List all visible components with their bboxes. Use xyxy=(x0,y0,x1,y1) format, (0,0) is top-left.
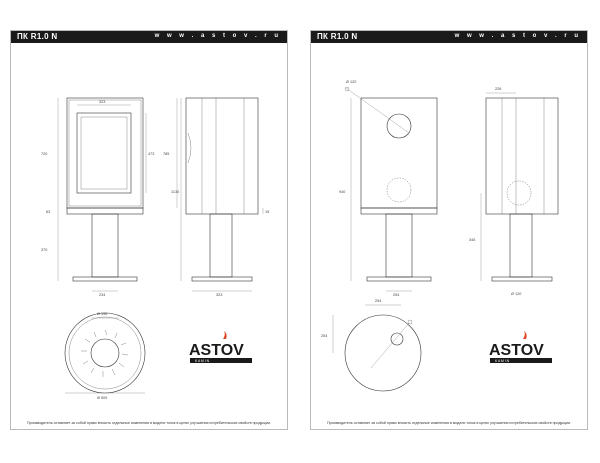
plan-view: 254 254 xyxy=(321,299,422,392)
technical-drawing-left: 323 720 473 63 370 234 1130 785 xyxy=(41,97,269,400)
dim-text: 234 xyxy=(99,293,105,297)
dim-text: 323 xyxy=(216,293,222,297)
dim-text: 345 xyxy=(469,238,475,242)
dim-text: 473 xyxy=(148,152,154,156)
side-view: 1130 785 15 323 xyxy=(163,97,269,297)
website-link[interactable]: w w w . a s t o v . r u xyxy=(154,33,281,39)
dim-text: 370 xyxy=(41,248,47,252)
front-view: Ø 120 940 254 xyxy=(339,80,438,297)
dim-text: 940 xyxy=(339,190,345,194)
logo-word: ASTOV xyxy=(489,342,544,359)
plan-view: Ø 509 Ø 196 xyxy=(64,312,146,400)
sheet-header: ПК R1.0 N w w w . a s t o v . r u xyxy=(311,31,587,43)
flame-icon xyxy=(523,331,527,339)
website-link[interactable]: w w w . a s t o v . r u xyxy=(454,33,581,39)
disclaimer-footer: Производитель оставляет за собой право в… xyxy=(27,421,271,425)
dim-text: Ø 120 xyxy=(346,80,356,84)
dim-text: 720 xyxy=(41,152,47,156)
disclaimer-footer: Производитель оставляет за собой право в… xyxy=(327,421,571,425)
dim-text: 785 xyxy=(163,152,169,156)
dim-text: 254 xyxy=(375,299,381,303)
model-title: ПК R1.0 N xyxy=(317,32,358,41)
dim-text: 226 xyxy=(495,87,501,91)
sheet-header: ПК R1.0 N w w w . a s t o v . r u xyxy=(11,31,287,43)
dim-text: 1130 xyxy=(171,190,179,194)
flame-icon xyxy=(223,331,227,339)
dim-text: 63 xyxy=(46,210,50,214)
drawing-sheet-left: ПК R1.0 N w w w . a s t o v . r u 323 72… xyxy=(10,30,288,430)
dim-text: Ø 196 xyxy=(97,312,107,316)
drawing-sheet-right: ПК R1.0 N w w w . a s t o v . r u Ø 120 … xyxy=(310,30,588,430)
logo-sub: K A M I N xyxy=(195,359,210,363)
dim-text: 254 xyxy=(393,293,399,297)
dim-text: 254 xyxy=(321,334,327,338)
logo-word: ASTOV xyxy=(189,342,244,359)
dim-text: 323 xyxy=(99,100,105,104)
astov-logo: ASTOV K A M I N xyxy=(489,331,552,363)
dim-text: 15 xyxy=(265,210,269,214)
model-title: ПК R1.0 N xyxy=(17,32,58,41)
logo-sub: K A M I N xyxy=(495,359,510,363)
side-view: 226 345 Ø 120 xyxy=(469,87,559,296)
technical-drawing-right: Ø 120 940 254 226 345 Ø 120 xyxy=(321,80,559,392)
astov-logo: ASTOV K A M I N xyxy=(189,331,252,363)
front-view: 323 720 473 63 370 234 xyxy=(41,97,154,297)
dim-text: Ø 120 xyxy=(511,292,521,296)
dim-text: Ø 509 xyxy=(97,396,107,400)
